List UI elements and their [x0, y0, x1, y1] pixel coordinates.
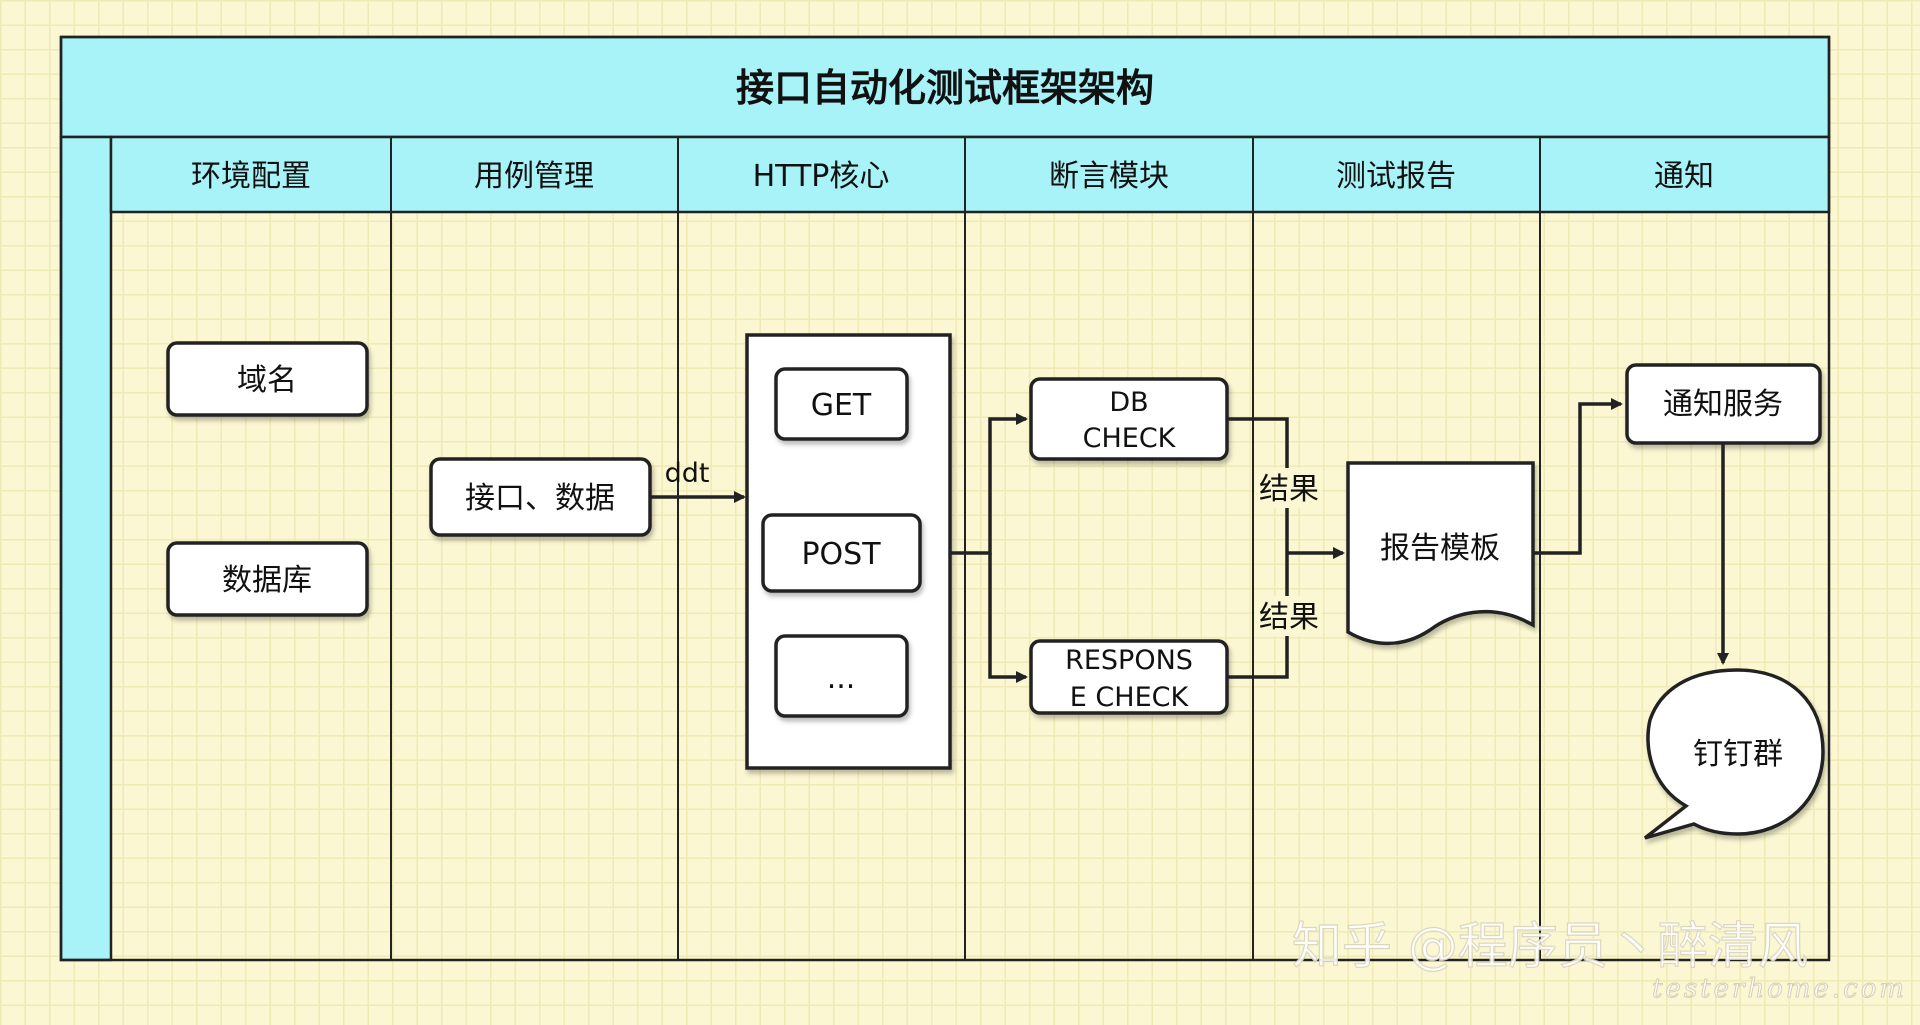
database-label: 数据库: [222, 563, 312, 598]
result-label-top: 结果: [1259, 472, 1319, 507]
more-methods-box: ...: [774, 634, 909, 718]
post-label: POST: [801, 537, 881, 572]
lane-header-report: 测试报告: [1336, 159, 1456, 194]
get-box: GET: [774, 367, 909, 441]
dingtalk-bubble: 钉钉群: [1643, 668, 1825, 840]
lane-header-http-core: HTTP核心: [753, 159, 890, 194]
merge-connector: [1227, 417, 1289, 679]
to-db-check-arrow: [950, 413, 1028, 555]
result-label-top-bg: [1255, 468, 1321, 508]
ddt-label: ddt: [665, 458, 710, 489]
response-check-label-line1: RESPONS: [1065, 645, 1193, 676]
domain-box: 域名: [166, 341, 369, 417]
to-notify-service-arrow: [1533, 398, 1623, 555]
notify-service-box: 通知服务: [1625, 363, 1822, 445]
testerhome-watermark: testerhome.com: [1652, 974, 1907, 1004]
notify-service-label: 通知服务: [1663, 387, 1783, 422]
interface-data-label: 接口、数据: [465, 481, 615, 516]
get-label: GET: [811, 388, 872, 423]
result-label-bottom: 结果: [1259, 600, 1319, 635]
result-label-bottom-bg: [1255, 596, 1321, 636]
db-check-label-line2: CHECK: [1083, 423, 1177, 454]
pool-frame: [59, 35, 1831, 962]
db-check-box: DB CHECK: [1029, 377, 1229, 461]
post-box: POST: [761, 513, 922, 593]
lane-header-assertion: 断言模块: [1049, 159, 1169, 194]
more-methods-label: ...: [827, 661, 856, 696]
database-box: 数据库: [166, 541, 369, 617]
to-response-check-arrow: [988, 553, 1028, 683]
response-check-box: RESPONS E CHECK: [1029, 639, 1229, 715]
lane-header-case-mgmt: 用例管理: [474, 159, 594, 194]
report-template-label: 报告模板: [1380, 531, 1500, 566]
dingtalk-label: 钉钉群: [1693, 737, 1783, 772]
response-check-label-line2: E CHECK: [1070, 682, 1190, 713]
zhihu-watermark: 知乎 @程序员丶醉清风: [1292, 917, 1808, 975]
lane-header-notify: 通知: [1654, 159, 1714, 194]
domain-label: 域名: [237, 363, 297, 398]
interface-data-box: 接口、数据: [429, 457, 652, 537]
lane-header-env-config: 环境配置: [191, 159, 311, 194]
report-template-doc: 报告模板: [1346, 461, 1535, 646]
db-check-label-line1: DB: [1109, 387, 1148, 418]
diagram-title: 接口自动化测试框架架构: [736, 66, 1154, 110]
